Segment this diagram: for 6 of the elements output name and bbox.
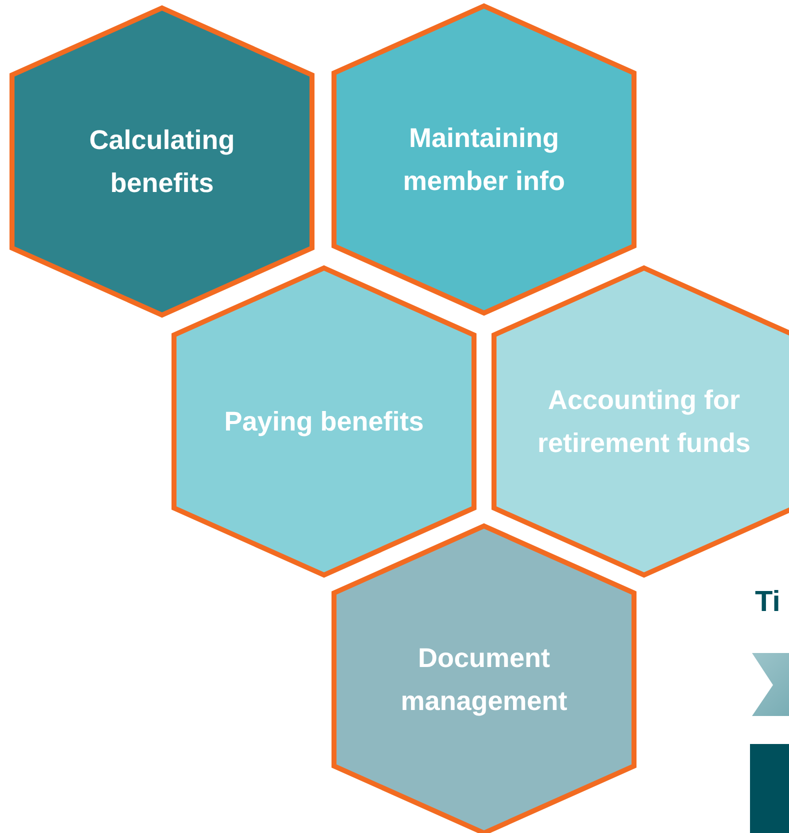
hexagon-label: Maintaining member info	[402, 121, 566, 198]
heading-text: Ti	[755, 586, 780, 619]
hexagon-label: Document management	[400, 641, 568, 718]
hexagon-label: Accounting for retirement funds	[536, 383, 752, 460]
hexagon-label: Calculating benefits	[88, 123, 236, 200]
hexagon-label: Paying benefits	[223, 404, 425, 438]
